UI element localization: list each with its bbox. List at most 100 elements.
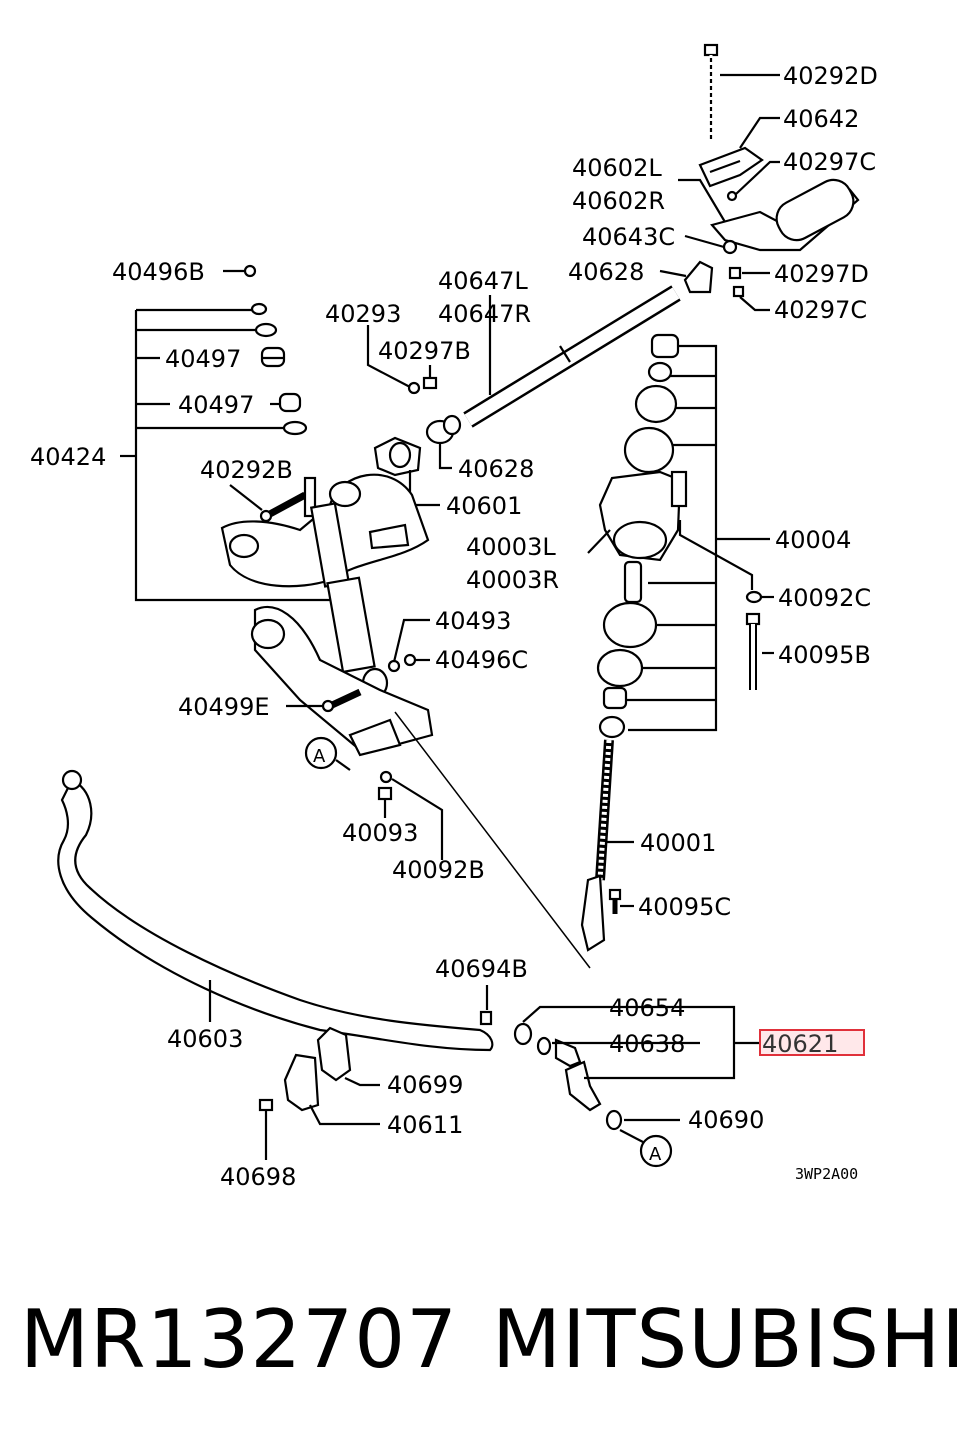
label-40093: 40093: [342, 819, 418, 847]
washer-40293: [407, 381, 421, 395]
washer-b: [254, 322, 278, 338]
boot-40628-b: [425, 414, 462, 445]
label-40424: 40424: [30, 443, 106, 471]
label-40497-b: 40497: [178, 391, 254, 419]
nut-40297C-b: [732, 285, 745, 298]
leader-40643C: [684, 234, 725, 249]
nut-40496C: [403, 653, 417, 667]
stabilizer-bar-40603: [57, 769, 494, 1052]
pointer-line: [394, 711, 591, 969]
label-40001: 40001: [640, 829, 716, 857]
bolt-40292B: [259, 491, 307, 523]
bolt-40292D: [703, 43, 719, 140]
bracket-40004: [626, 344, 770, 732]
nut-40297D: [728, 266, 742, 280]
leader-40297C-b: [739, 296, 770, 312]
label-40297B: 40297B: [378, 337, 471, 365]
strut-rod-40001: [580, 739, 614, 952]
label-40292D: 40292D: [783, 62, 878, 90]
callout-A-top: [304, 736, 338, 770]
label-40095B: 40095B: [778, 641, 871, 669]
link-assembly: [479, 1010, 623, 1131]
nut-40297C-a: [726, 190, 738, 202]
label-40497-a: 40497: [165, 345, 241, 373]
leader-40611: [309, 1104, 380, 1126]
bolt-40499E: [321, 688, 362, 713]
bolt-40643C: [722, 239, 738, 255]
leader-40628-b: [438, 443, 452, 470]
part-number: MR132707: [20, 1293, 458, 1386]
label-40628-b: 40628: [458, 455, 534, 483]
bolt-40095C: [608, 888, 622, 914]
label-40690: 40690: [688, 1106, 764, 1134]
leader-40293: [366, 325, 411, 388]
label-40004: 40004: [775, 526, 851, 554]
nut-40093: [377, 786, 393, 801]
label-40601: 40601: [446, 492, 522, 520]
bushing-40497-b: [278, 392, 302, 413]
strut-stack: [596, 333, 688, 739]
washer-a: [250, 302, 268, 316]
leader-40297C-a: [735, 160, 780, 195]
bushing-40611: [283, 1053, 320, 1112]
callout-A-bottom: [639, 1134, 673, 1168]
leader-40642: [739, 116, 780, 149]
label-40699: 40699: [387, 1071, 463, 1099]
label-40647R: 40647R: [438, 300, 531, 328]
label-40496C: 40496C: [435, 646, 528, 674]
washer-40092B: [379, 770, 393, 784]
bolt-40493: [387, 659, 401, 673]
leader-40003: [587, 529, 611, 554]
label-40003R: 40003R: [466, 566, 559, 594]
label-40621: 40621: [762, 1030, 838, 1058]
label-40293: 40293: [325, 300, 401, 328]
label-40095C: 40095C: [638, 893, 731, 921]
leader-A-top: [335, 759, 351, 771]
bracket-40699: [316, 1026, 352, 1082]
label-40694B: 40694B: [435, 955, 528, 983]
diagram-code: 3WP2A00: [795, 1165, 858, 1183]
label-40602R: 40602R: [572, 187, 665, 215]
label-A-top: A: [313, 746, 326, 767]
bushing-40601: [373, 436, 422, 477]
leader-40628-a: [659, 269, 687, 278]
washer-c: [282, 420, 308, 436]
leader-40602: [678, 178, 726, 223]
boot-40628-a: [683, 260, 714, 294]
footer: MR132707 MITSUBISHI: [0, 1290, 960, 1400]
label-40496B: 40496B: [112, 258, 205, 286]
leader-40654: [522, 1005, 700, 1023]
label-40638: 40638: [609, 1030, 685, 1058]
leader-40092B: [391, 778, 444, 860]
label-40647L: 40647L: [438, 267, 528, 295]
leader-A-bottom: [619, 1129, 644, 1143]
washer-40092C: [745, 590, 763, 604]
label-40092C: 40092C: [778, 584, 871, 612]
label-40698: 40698: [220, 1163, 296, 1191]
label-40297C-a: 40297C: [783, 148, 876, 176]
label-40003L: 40003L: [466, 533, 556, 561]
label-40611: 40611: [387, 1111, 463, 1139]
leader-40092C-link: [678, 520, 754, 590]
adjuster-40642: [698, 146, 764, 188]
bolt-40095B: [745, 612, 761, 690]
bolt-40698: [258, 1098, 274, 1160]
label-40493: 40493: [435, 607, 511, 635]
leader-40292B: [229, 484, 263, 511]
label-A-bottom: A: [649, 1144, 662, 1165]
highlight-box-40621: [759, 1029, 865, 1056]
leader-40493: [392, 618, 430, 663]
label-40628-a: 40628: [568, 258, 644, 286]
leader-40699: [344, 1077, 380, 1087]
label-40602L: 40602L: [572, 154, 662, 182]
bracket-40424: [120, 308, 345, 602]
nut-40297B: [422, 376, 438, 390]
anchor-arm-40602: [710, 178, 860, 252]
label-40654: 40654: [609, 994, 685, 1022]
label-40603: 40603: [167, 1025, 243, 1053]
label-40297C-b: 40297C: [774, 296, 867, 324]
label-40642: 40642: [783, 105, 859, 133]
label-40092B: 40092B: [392, 856, 485, 884]
torsion-bar-40647: [463, 285, 681, 428]
